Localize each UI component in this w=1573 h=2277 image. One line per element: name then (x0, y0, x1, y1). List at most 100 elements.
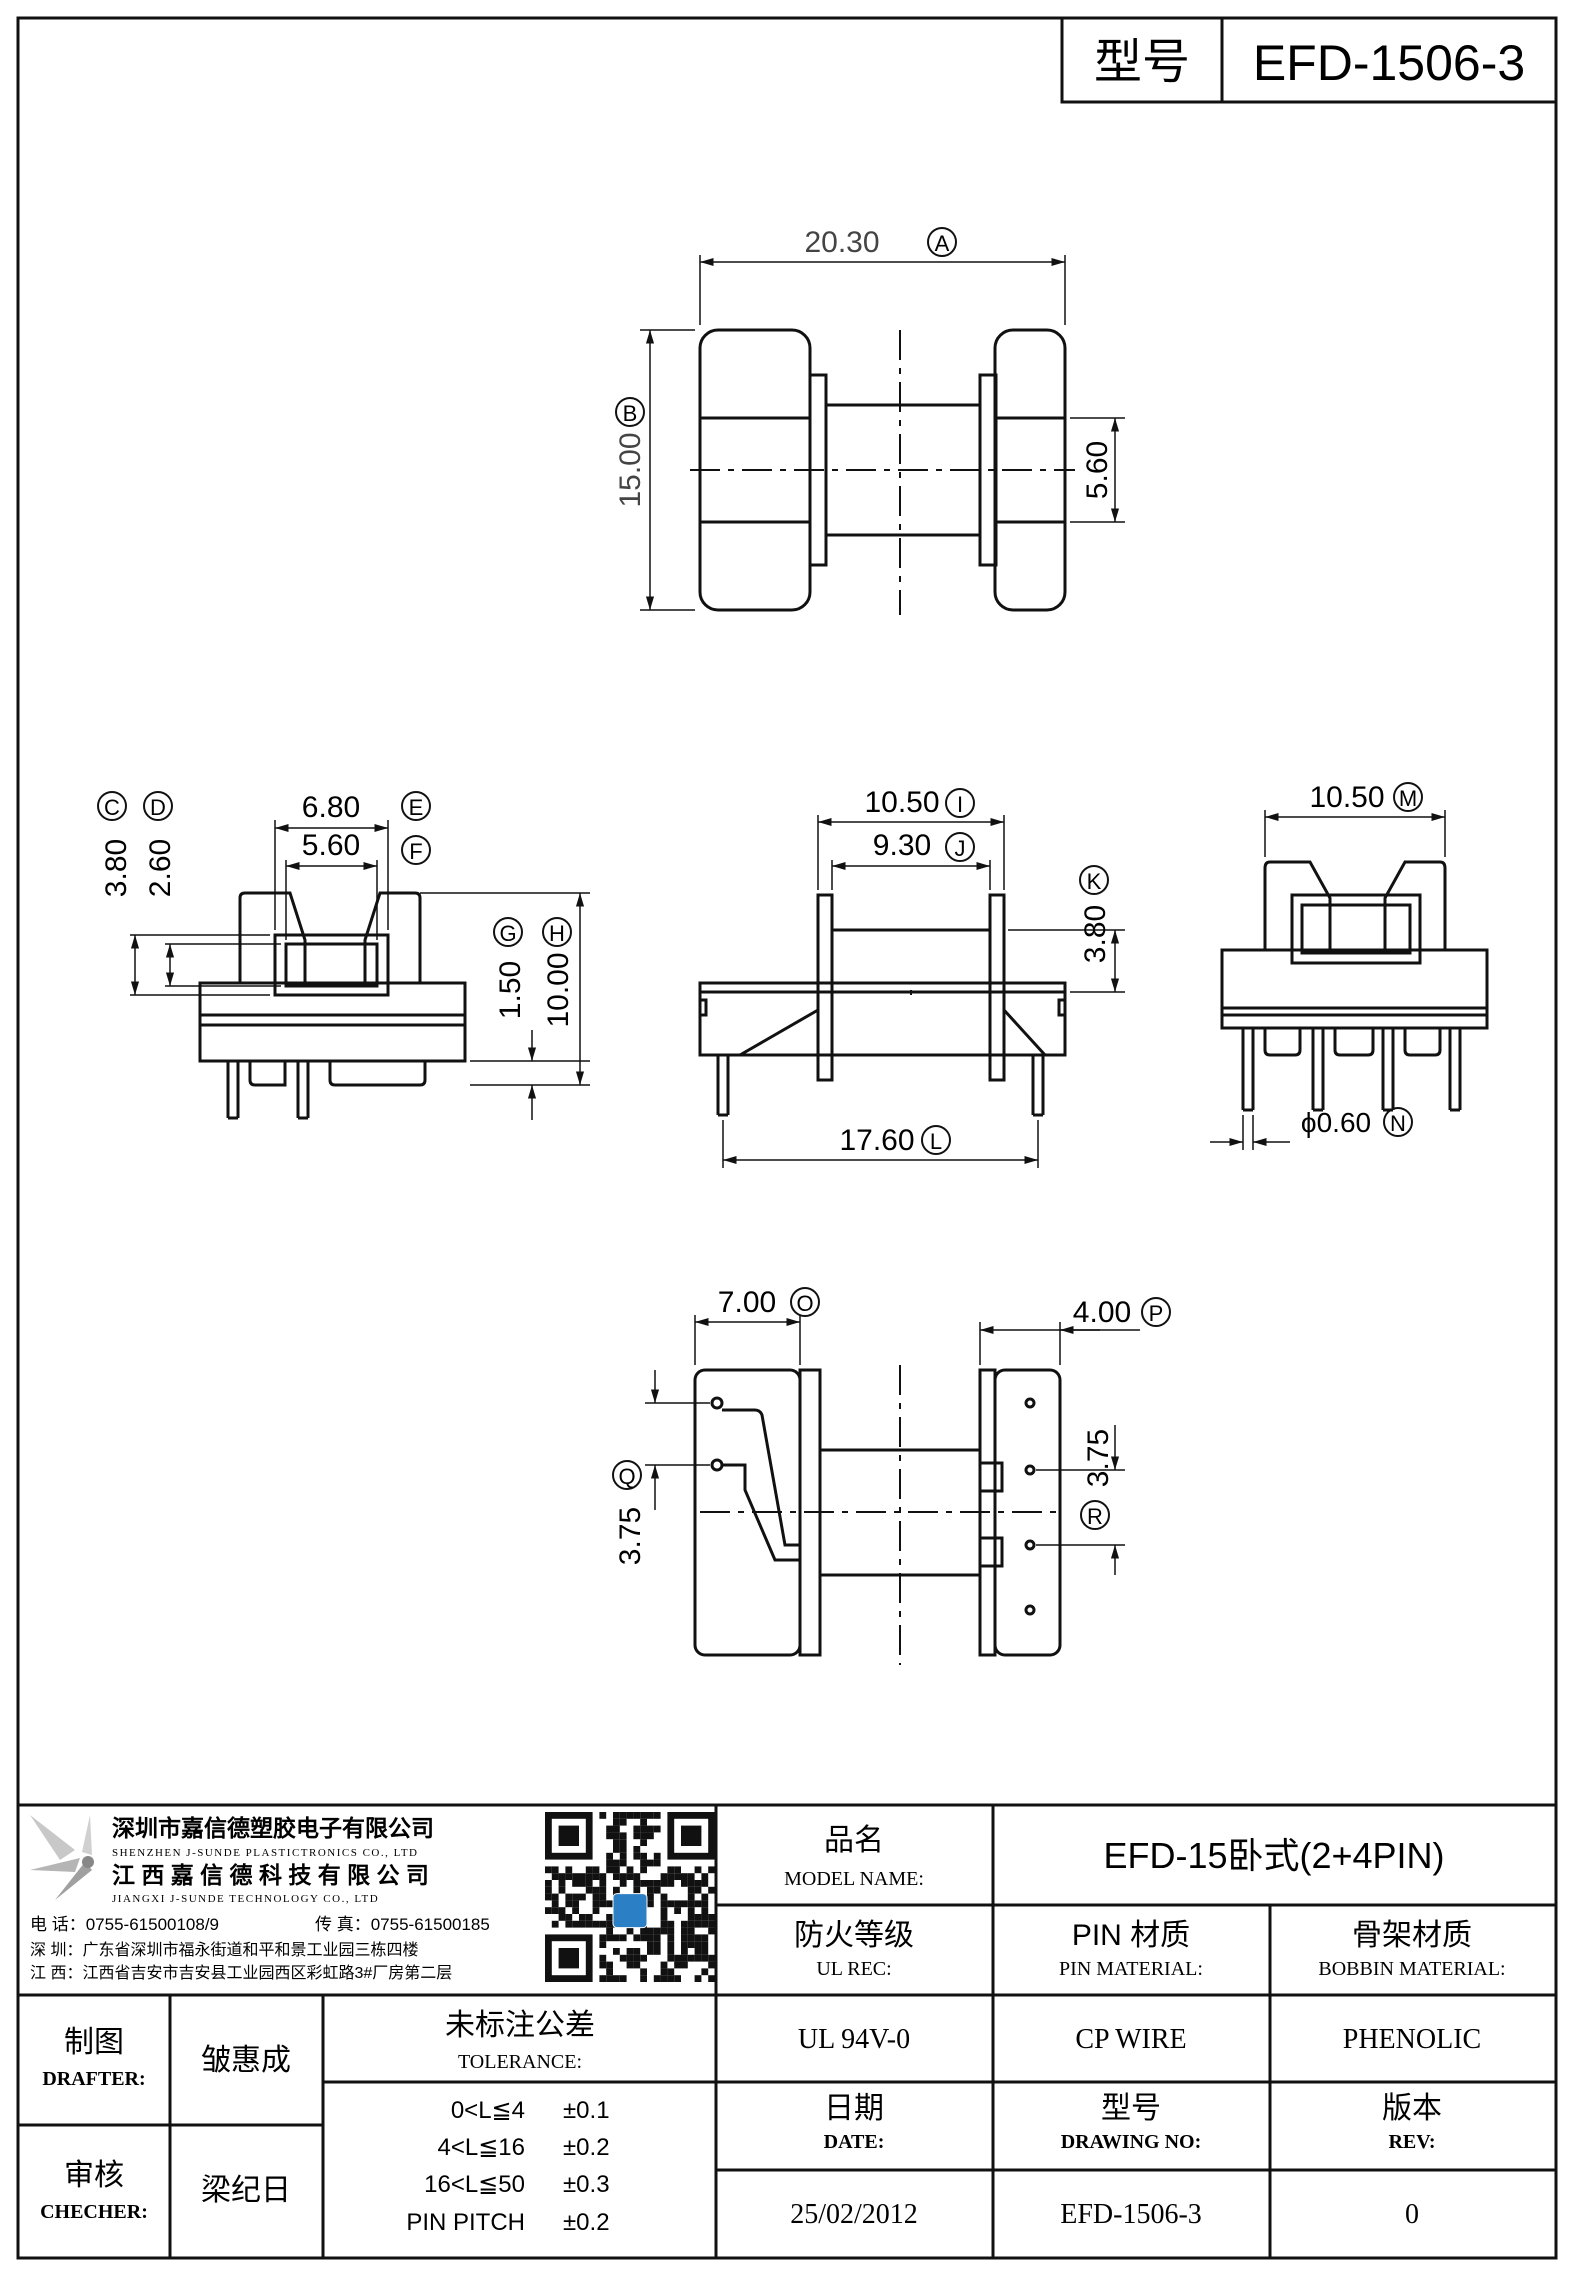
dim-f-letter: F (409, 839, 422, 864)
company-logo (30, 1815, 94, 1900)
date-value: 25/02/2012 (790, 2199, 918, 2230)
dim-o-tag (790, 1287, 820, 1317)
tolerance-value-1: ±0.1 (563, 2097, 610, 2124)
dim-m-value: 10.50 (1309, 781, 1384, 814)
dim-c-letter: C (104, 795, 120, 820)
rev-en: REV: (1388, 2131, 1435, 2153)
dim-p-letter: P (1149, 1301, 1164, 1326)
dim-a-letter: A (935, 231, 950, 256)
right-view (1210, 810, 1489, 1150)
sheet-border (16, 16, 1558, 2260)
bobbin-material-cn: 骨架材质 (1352, 1919, 1472, 1952)
date-en: DATE: (824, 2131, 885, 2153)
company-name-cn-1: 深圳市嘉信德塑胶电子有限公司 (112, 1815, 434, 1841)
dim-a-value: 20.30 (804, 226, 879, 259)
dim-h-value: 10.00 (542, 952, 575, 1027)
drafter-cn: 制图 (64, 2026, 124, 2059)
dim-j-value: 9.30 (873, 829, 931, 862)
dim-n-tag (1383, 1107, 1413, 1137)
dim-k-letter: K (1087, 869, 1102, 894)
dim-o-letter: O (796, 1291, 813, 1316)
dim-i-letter: I (957, 792, 963, 817)
dim-b-letter: B (623, 401, 638, 426)
dim-e-tag (401, 791, 431, 821)
dim-m-tag (1393, 782, 1423, 812)
dim-p-value: 4.00 (1073, 1296, 1131, 1329)
dim-e-letter: E (409, 795, 424, 820)
ul-rec-value: UL 94V-0 (798, 2024, 910, 2055)
dim-o-value: 7.00 (718, 1286, 776, 1319)
dim-q-tag (612, 1460, 642, 1490)
dim-n-value: ϕ0.60 (1301, 1107, 1371, 1138)
ul-rec-en: UL REC: (816, 1958, 891, 1980)
drawing-no-value: EFD-1506-3 (1060, 2199, 1202, 2230)
model-name-value: EFD-15卧式(2+4PIN) (1103, 1835, 1444, 1876)
company-address-shenzhen: 深 圳：广东省深圳市福永街道和平和景工业园三栋四楼 (30, 1941, 418, 1959)
dim-b-value: 15.00 (614, 432, 647, 507)
dim-r-tag (1080, 1500, 1110, 1530)
dim-d-letter: D (150, 795, 166, 820)
front-view (698, 815, 1125, 1168)
tolerance-en: TOLERANCE: (458, 2051, 582, 2073)
dim-m-letter: M (1399, 786, 1417, 811)
top-model-label: 型号 (1094, 36, 1190, 89)
dim-h-tag (542, 917, 572, 947)
dim-a-tag (927, 227, 957, 257)
tolerance-range-3: 16<L≦50 (424, 2171, 525, 2198)
company-fax: 传 真：0755-61500185 (315, 1915, 490, 1934)
dim-c-value: 3.80 (100, 839, 133, 897)
dim-g-letter: G (499, 921, 516, 946)
top-title-box: 型号 EFD-1506-3 (1060, 16, 1558, 104)
dim-g-tag (493, 917, 523, 947)
dim-k-value: 3.80 (1079, 905, 1112, 963)
model-name-cn: 品名 (824, 1824, 884, 1857)
dim-d-value: 2.60 (144, 839, 177, 897)
model-name-en: MODEL NAME: (784, 1868, 924, 1890)
tolerance-value-4: ±0.2 (563, 2209, 610, 2236)
dim-side-width-value: 5.60 (1081, 441, 1114, 499)
bobbin-material-en: BOBBIN MATERIAL: (1318, 1958, 1505, 1980)
dim-j-letter: J (955, 836, 966, 861)
bottom-view (645, 1315, 1140, 1665)
dim-q-value: 3.75 (614, 1507, 647, 1565)
tolerance-range-2: 4<L≦16 (437, 2134, 525, 2161)
dim-j-tag (945, 832, 975, 862)
pin-material-en: PIN MATERIAL: (1059, 1958, 1203, 1980)
company-name-cn-2: 江 西 嘉 信 德 科 技 有 限 公 司 (112, 1862, 429, 1888)
dim-p-tag (1141, 1297, 1171, 1327)
top-view (640, 255, 1125, 615)
dim-n-letter: N (1390, 1111, 1406, 1136)
left-view (130, 820, 590, 1120)
drawing-no-en: DRAWING NO: (1061, 2131, 1202, 2153)
checker-name: 梁纪日 (201, 2174, 291, 2207)
dim-i-value: 10.50 (864, 786, 939, 819)
pin-material-value: CP WIRE (1075, 2024, 1186, 2055)
tolerance-value-3: ±0.3 (563, 2171, 610, 2198)
date-cn: 日期 (824, 2092, 884, 2125)
pin-material-cn: PIN 材质 (1072, 1919, 1190, 1952)
tolerance-value-2: ±0.2 (563, 2134, 610, 2161)
dim-d-tag (143, 791, 173, 821)
title-block-grid (18, 1803, 1556, 2258)
rev-value: 0 (1405, 2199, 1419, 2230)
bobbin-material-value: PHENOLIC (1343, 2024, 1481, 2055)
tolerance-cn: 未标注公差 (445, 2009, 595, 2042)
top-model-number: EFD-1506-3 (1253, 35, 1525, 91)
company-name-en-2: JIANGXI J-SUNDE TECHNOLOGY CO., LTD (112, 1893, 379, 1905)
checker-en: CHECHER: (40, 2201, 148, 2223)
dim-q-letter: Q (618, 1464, 635, 1489)
dim-f-tag (401, 835, 431, 865)
dim-f-value: 5.60 (302, 829, 360, 862)
dim-l-value: 17.60 (839, 1124, 914, 1157)
drafter-en: DRAFTER: (42, 2068, 145, 2090)
rev-cn: 版本 (1382, 2092, 1442, 2125)
tolerance-range-1: 0<L≦4 (451, 2097, 525, 2124)
dim-c-tag (97, 791, 127, 821)
dim-i-tag (945, 788, 975, 818)
company-address-jiangxi: 江 西：江西省吉安市吉安县工业园西区彩虹路3#厂房第二层 (30, 1964, 452, 1982)
dim-k-tag (1079, 865, 1109, 895)
dim-b-tag (615, 397, 645, 427)
company-name-en-1: SHENZHEN J-SUNDE PLASTICTRONICS CO., LTD (112, 1847, 419, 1859)
dim-r-value: 3.75 (1082, 1429, 1115, 1487)
